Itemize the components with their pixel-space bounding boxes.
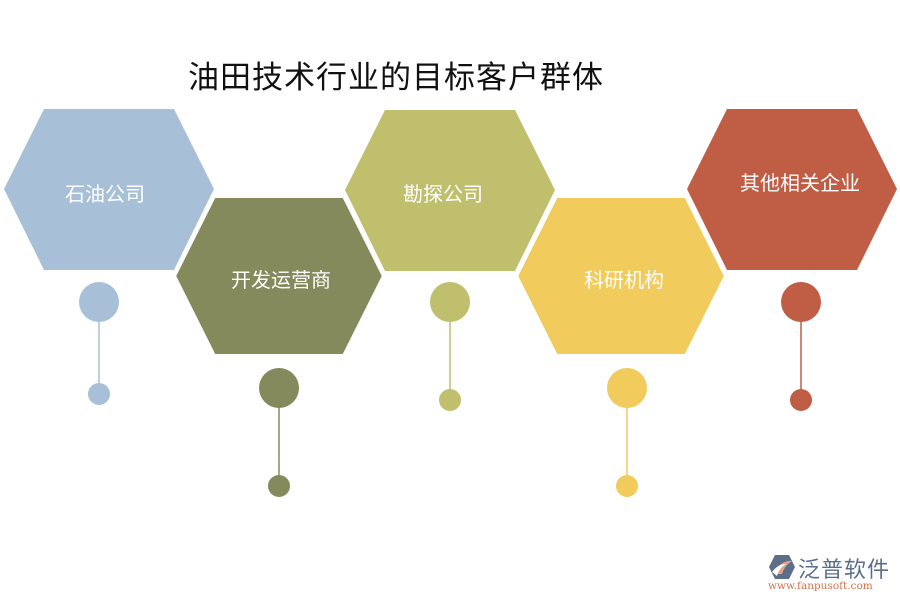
small-dot-icon — [790, 389, 812, 411]
small-dot-icon — [616, 475, 638, 497]
watermark-logo: 泛普软件 www.fanpusoft.com — [768, 552, 896, 596]
connector-2 — [259, 368, 299, 497]
large-dot-icon — [607, 368, 647, 408]
watermark-brand: 泛普软件 — [798, 558, 891, 583]
large-dot-icon — [430, 282, 470, 322]
large-dot-icon — [781, 282, 821, 322]
hexagon-4-icon — [513, 194, 729, 358]
watermark-url: www.fanpusoft.com — [768, 580, 873, 592]
node-label-research-institute: 科研机构 — [584, 268, 664, 292]
hexagon-5-icon — [687, 109, 897, 270]
node-label-developer-operator: 开发运营商 — [231, 268, 331, 292]
connector-5 — [781, 282, 821, 411]
node-label-oil-company: 石油公司 — [65, 182, 145, 206]
node-label-exploration-company: 勘探公司 — [403, 182, 483, 206]
small-dot-icon — [88, 383, 110, 405]
hexagon-2-icon — [171, 194, 387, 358]
large-dot-icon — [79, 282, 119, 322]
connector-1 — [79, 282, 119, 405]
fanpu-logo-icon — [769, 555, 795, 579]
small-dot-icon — [439, 389, 461, 411]
node-label-other-enterprises: 其他相关企业 — [740, 171, 860, 195]
diagram-title: 油田技术行业的目标客户群体 — [188, 60, 604, 96]
hexagon-3-icon — [345, 110, 555, 271]
large-dot-icon — [259, 368, 299, 408]
connector-4 — [607, 368, 647, 497]
connector-3 — [430, 282, 470, 411]
hexagon-1-icon — [4, 109, 214, 270]
small-dot-icon — [268, 475, 290, 497]
